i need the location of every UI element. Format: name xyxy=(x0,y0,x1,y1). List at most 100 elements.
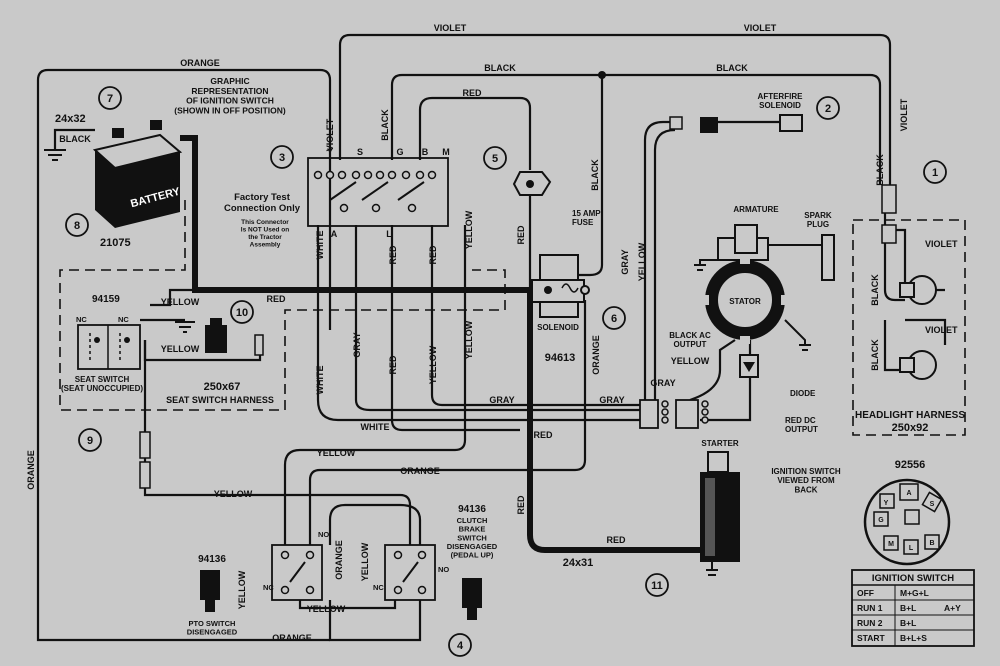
text-line: PTO SWITCH xyxy=(189,619,236,628)
wire-label: ORANGE xyxy=(26,450,36,490)
text-line: VIEWED FROM xyxy=(777,476,835,485)
ignition-table-cell: OFF xyxy=(857,588,874,598)
gray-wire-engine xyxy=(643,120,670,400)
seat-harness-outline xyxy=(59,200,506,411)
afterfire-solenoid xyxy=(669,114,803,133)
red-dc-wire xyxy=(700,340,752,422)
orange-clutch-link xyxy=(328,503,422,545)
wire-label: GRAY xyxy=(599,395,624,405)
callout-number: 7 xyxy=(107,93,113,105)
yellow-pto-link xyxy=(298,600,397,610)
wire-label: BLACK xyxy=(875,154,885,186)
diode xyxy=(739,354,759,378)
text-line: PLUG xyxy=(807,220,829,229)
callout-number: 6 xyxy=(611,313,617,325)
terminal-letter: L xyxy=(386,229,392,239)
no-label: NO xyxy=(438,565,449,574)
no-label: NO xyxy=(318,530,329,539)
white-wire xyxy=(316,225,640,422)
text-line: IGNITION SWITCH xyxy=(771,467,841,476)
wire-label: RED xyxy=(516,225,526,245)
wire-label: YELLOW xyxy=(307,604,346,614)
wire-label: WHITE xyxy=(315,231,325,260)
engine-connector xyxy=(639,399,709,429)
seat-switch xyxy=(77,324,141,370)
armature-label: ARMATURE xyxy=(733,205,779,214)
text-line: SPARK xyxy=(804,211,832,220)
starter-cable xyxy=(527,290,700,553)
text-line: the Tractor xyxy=(248,234,282,241)
starter-label: STARTER xyxy=(701,439,738,448)
wire-label: YELLOW xyxy=(237,570,247,609)
text-line: GRAPHIC xyxy=(210,76,249,86)
terminal-letter: S xyxy=(357,147,363,157)
terminal-letter: B xyxy=(422,147,429,157)
terminal-letter: Y xyxy=(884,500,889,507)
callout-number: 2 xyxy=(825,103,831,115)
callout-number: 4 xyxy=(457,640,464,652)
ignition-table-cell: M+G+L xyxy=(900,588,929,598)
ignition-table-cell: RUN 2 xyxy=(857,618,883,628)
text-line: RED DC xyxy=(785,416,816,425)
wire-label: RED xyxy=(428,245,438,265)
starter-cable-label: 24x31 xyxy=(563,557,594,569)
wire-label: YELLOW xyxy=(464,320,474,359)
wire-labels: ORANGE VIOLET VIOLET BLACK BLACK RED BLA… xyxy=(59,23,958,643)
text-line: (SEAT UNOCCUPIED) xyxy=(61,384,143,393)
wire-label: WHITE xyxy=(361,422,390,432)
wire-label: WHITE xyxy=(315,366,325,395)
ignition-table-title: IGNITION SWITCH xyxy=(872,573,954,584)
harness-outlines xyxy=(59,200,966,436)
wire-label: GRAY xyxy=(620,249,630,274)
wire-label: VIOLET xyxy=(434,23,467,33)
terminal-letter: Y xyxy=(327,147,333,157)
seat-switch-label: SEAT SWITCH(SEAT UNOCCUPIED) xyxy=(61,375,143,393)
red-wire-b xyxy=(430,225,640,407)
wires xyxy=(36,33,947,642)
ignition-table-cell: A+Y xyxy=(944,603,961,613)
wire-label: YELLOW xyxy=(161,297,200,307)
callout-circles xyxy=(65,86,947,657)
ignition-table-cell: B+L xyxy=(900,618,916,628)
violet-wire-top xyxy=(338,33,892,185)
text-line: OF IGNITION SWITCH xyxy=(186,96,274,106)
pto-switch xyxy=(200,570,220,612)
nc-label: NC xyxy=(263,583,274,592)
gray-wire-stator xyxy=(689,339,736,402)
gray-wire xyxy=(354,225,640,412)
text-line: CLUTCH xyxy=(457,516,488,525)
callout-number: 10 xyxy=(236,307,248,319)
orange-wire-left xyxy=(36,68,332,642)
ignition-table-cell: B+L+S xyxy=(900,633,927,643)
wire-label: YELLOW xyxy=(428,345,438,384)
battery-ground-wire xyxy=(53,128,95,150)
text-line: 15 AMP xyxy=(572,209,601,218)
wire-label: RED xyxy=(462,88,482,98)
callout-number: 3 xyxy=(279,152,285,164)
wire-label: VIOLET xyxy=(744,23,777,33)
wire-label: YELLOW xyxy=(637,242,647,281)
text-line: BACK xyxy=(794,485,817,494)
factory-test-connector xyxy=(175,318,264,356)
terminal-letters: Y S G B M A L xyxy=(327,147,450,239)
ignition-table-cell: RUN 1 xyxy=(857,603,883,613)
battery: BATTERY xyxy=(92,120,183,228)
text-line: SOLENOID xyxy=(759,101,801,110)
callout-number: 9 xyxy=(87,435,93,447)
callout-numbers: 1 2 3 4 5 6 7 8 9 10 11 xyxy=(74,93,938,652)
red-wire-a xyxy=(390,225,520,432)
ground-symbol xyxy=(44,149,66,161)
headlight-harness-outline xyxy=(852,219,966,436)
wire-label: BLACK xyxy=(870,274,880,306)
pto-part-label: 94136 xyxy=(198,554,226,565)
armature xyxy=(694,224,835,281)
text-line: (PEDAL UP) xyxy=(451,551,494,560)
text-line: DISENGAGED xyxy=(447,542,498,551)
solenoid xyxy=(531,254,590,318)
wire-label: GRAY xyxy=(650,378,675,388)
